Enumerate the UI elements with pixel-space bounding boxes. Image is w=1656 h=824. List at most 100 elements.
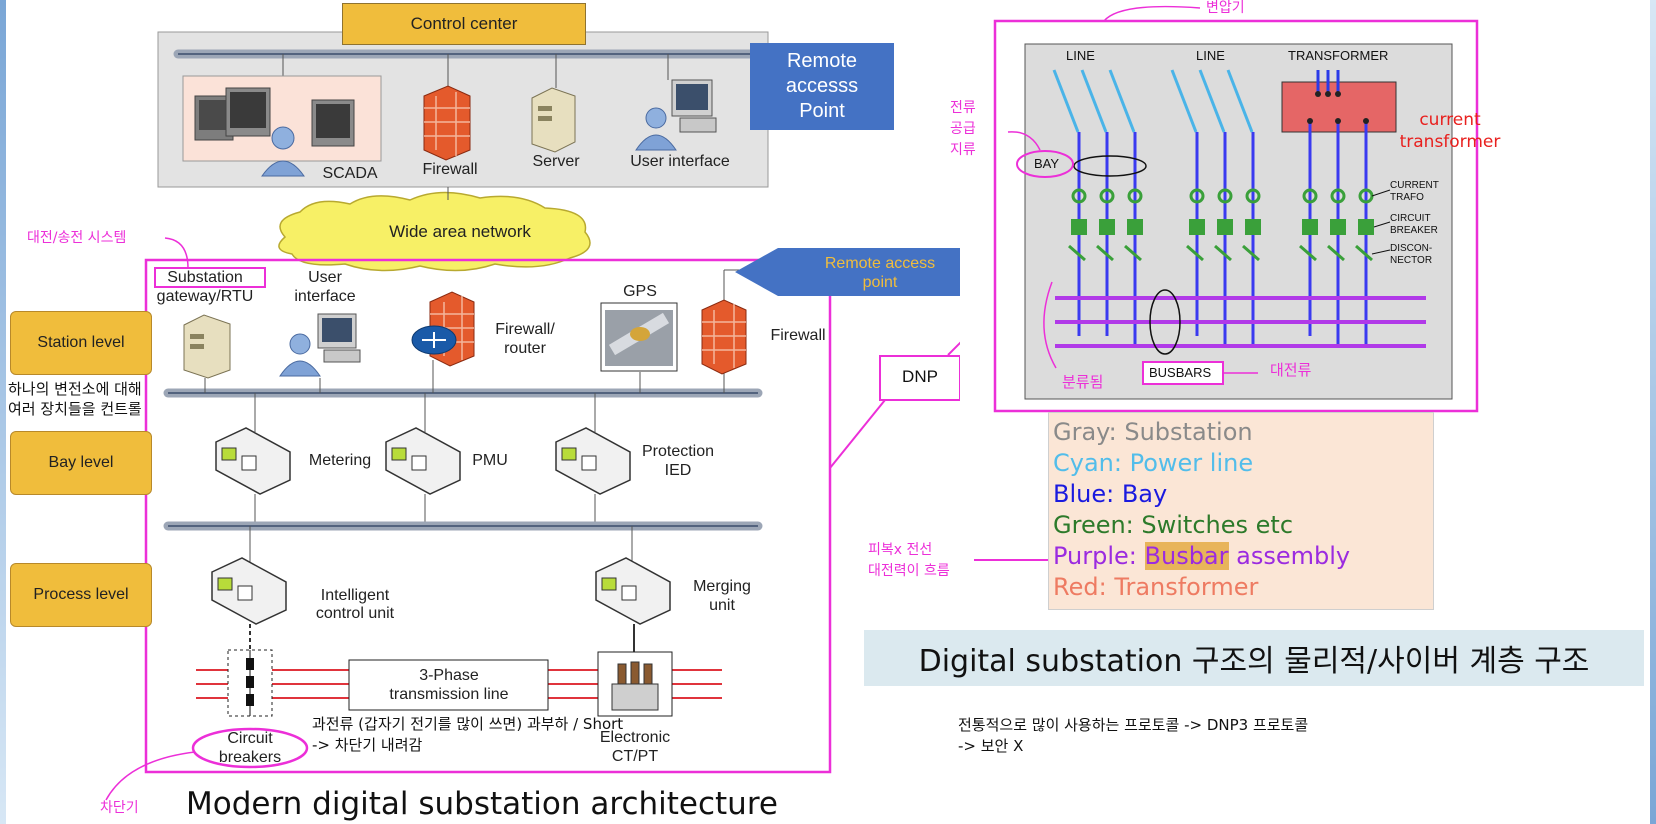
legend-red: Red: Transformer bbox=[1053, 573, 1259, 601]
bay-level-label: Bay level bbox=[48, 454, 114, 471]
gps-icon bbox=[600, 302, 678, 372]
user-interface-2-icon bbox=[279, 313, 361, 377]
remote-access-top-box: Remote accesss Point bbox=[750, 43, 894, 130]
control-center-box: Control center bbox=[342, 3, 586, 45]
circuit-breakers-label-1: Circuit bbox=[227, 730, 273, 747]
merging-unit-label-1: Merging bbox=[693, 578, 751, 595]
remote-access-mid-label-1: Remote access bbox=[824, 255, 936, 272]
legend-purple-c: assembly bbox=[1228, 542, 1351, 570]
firewall-icon bbox=[423, 85, 471, 161]
transmission-line-label-1: 3-Phase bbox=[419, 667, 479, 684]
transformer-label: TRANSFORMER bbox=[1288, 48, 1389, 63]
busbars-label: BUSBARS bbox=[1149, 365, 1212, 380]
protocol-note-2: -> 보안 X bbox=[958, 737, 1024, 755]
current-trafo-label-2: TRAFO bbox=[1390, 192, 1424, 203]
current-trafo-rings bbox=[1071, 188, 1374, 204]
legend-purple: Purple: Busbar assembly bbox=[1053, 542, 1350, 570]
overcurrent-note-1: 과전류 (갑자기 전기를 많이 쓰면) 과부하 / Short bbox=[312, 715, 624, 733]
current-transformer-note-2: transformer bbox=[1399, 132, 1501, 152]
station-level-label: Station level bbox=[37, 334, 125, 351]
pmu-label: PMU bbox=[472, 452, 508, 469]
left-edge-strip bbox=[0, 0, 6, 824]
architecture-diagram bbox=[105, 31, 960, 801]
scada-icon bbox=[194, 87, 355, 177]
large-current-note: 대전류 bbox=[1270, 361, 1312, 379]
split-note: 분류됨 bbox=[1062, 373, 1104, 391]
control-center-label: Control center bbox=[410, 14, 518, 33]
disconnectors bbox=[1068, 244, 1373, 262]
circuit-breaker-highlight bbox=[191, 727, 309, 769]
busbar-ellipse bbox=[1149, 289, 1181, 355]
control-note-2: 여러 장치들을 컨트롤 bbox=[8, 400, 142, 418]
firewall-router-label-2: router bbox=[504, 340, 546, 357]
transmission-line-box bbox=[348, 659, 549, 711]
firewall-router-icon bbox=[411, 291, 475, 367]
legend-gray: Gray: Substation bbox=[1053, 418, 1253, 446]
gateway-rtu-icon bbox=[183, 314, 231, 379]
legend-blue: Blue: Bay bbox=[1053, 480, 1168, 508]
icu-label-1: Intelligent bbox=[320, 587, 390, 604]
gps-label: GPS bbox=[623, 283, 657, 300]
firewall-label: Firewall bbox=[422, 161, 478, 178]
current-trafo-label-1: CURRENT bbox=[1390, 180, 1439, 191]
ct-pt-icon bbox=[611, 661, 659, 711]
circuit-breakers-label-2: breakers bbox=[218, 749, 282, 766]
ct-pt-label-1: Electronic bbox=[599, 729, 671, 746]
transmission-line-label-2: transmission line bbox=[389, 686, 509, 703]
bare-wire-connector bbox=[974, 559, 1048, 561]
banner-title: Digital substation 구조의 물리적/사이버 계층 구조 bbox=[918, 644, 1590, 679]
protocol-note-1: 전통적으로 많이 사용하는 프로토콜 -> DNP3 프로토콜 bbox=[958, 716, 1309, 734]
ct-pt-label-2: CT/PT bbox=[611, 748, 659, 765]
substation-diagram bbox=[993, 5, 1479, 413]
bare-wire-note-1: 피복x 전선 bbox=[868, 542, 933, 558]
pmu-device-icon bbox=[385, 427, 461, 495]
diagram-title: Modern digital substation architecture bbox=[186, 786, 778, 822]
substation-highlight-frame bbox=[993, 19, 1479, 413]
wan-cloud bbox=[278, 191, 591, 272]
legend-purple-busbar: Busbar bbox=[1144, 542, 1229, 570]
protection-ied-icon bbox=[555, 427, 631, 495]
legend-panel bbox=[1048, 412, 1434, 610]
circuit-breaker-squares bbox=[1071, 219, 1374, 235]
dnp-label: DNP bbox=[902, 367, 938, 386]
dnp-box bbox=[879, 355, 960, 401]
process-level-box: Process level bbox=[10, 563, 152, 627]
bay-note-2: 공급 bbox=[950, 121, 976, 137]
gateway-label-1: Substation bbox=[167, 269, 243, 286]
breaker-note: 차단기 bbox=[100, 800, 139, 816]
overcurrent-note-2: -> 차단기 내려감 bbox=[312, 736, 423, 754]
line-1-label: LINE bbox=[1066, 48, 1095, 63]
substation-boundary bbox=[144, 258, 832, 774]
gateway-highlight bbox=[154, 267, 266, 288]
firewall-2-icon bbox=[701, 299, 747, 375]
remote-access-mid-label-2: point bbox=[862, 274, 898, 291]
bay-level-box: Bay level bbox=[10, 431, 152, 495]
user-interface-2-label-1: User bbox=[308, 269, 342, 286]
bay-note-3: 지류 bbox=[950, 142, 976, 158]
bay-highlight bbox=[1016, 150, 1074, 178]
firewall-2-label: Firewall bbox=[770, 327, 826, 344]
remote-access-mid-arrow bbox=[735, 248, 960, 296]
circuit-breaker-label-1: CIRCUIT bbox=[1390, 213, 1431, 224]
protection-ied-label-2: IED bbox=[664, 462, 692, 479]
line-2-label: LINE bbox=[1196, 48, 1225, 63]
disconnector-label-1: DISCON- bbox=[1390, 243, 1433, 254]
right-edge-strip bbox=[1650, 0, 1656, 824]
busbars bbox=[1055, 296, 1426, 348]
control-note-1: 하나의 변전소에 대해 bbox=[8, 380, 142, 398]
metering-label: Metering bbox=[308, 452, 372, 469]
server-icon bbox=[531, 87, 576, 153]
bay-ellipse bbox=[1073, 155, 1147, 177]
bay-note-1: 전류 bbox=[950, 100, 976, 116]
station-level-box: Station level bbox=[10, 311, 152, 375]
icu-label-2: control unit bbox=[315, 605, 395, 622]
circuit-breaker-label-2: BREAKER bbox=[1390, 225, 1438, 236]
gateway-label-2: gateway/RTU bbox=[156, 288, 254, 305]
legend-cyan: Cyan: Power line bbox=[1053, 449, 1254, 477]
merging-unit-icon bbox=[595, 557, 671, 625]
server-label: Server bbox=[532, 153, 580, 170]
metering-device-icon bbox=[215, 427, 291, 495]
banner: Digital substation 구조의 물리적/사이버 계층 구조 bbox=[864, 630, 1644, 686]
disconnector-label-2: NECTOR bbox=[1390, 255, 1433, 266]
bare-wire-note-2: 대전력이 흐름 bbox=[868, 563, 950, 579]
